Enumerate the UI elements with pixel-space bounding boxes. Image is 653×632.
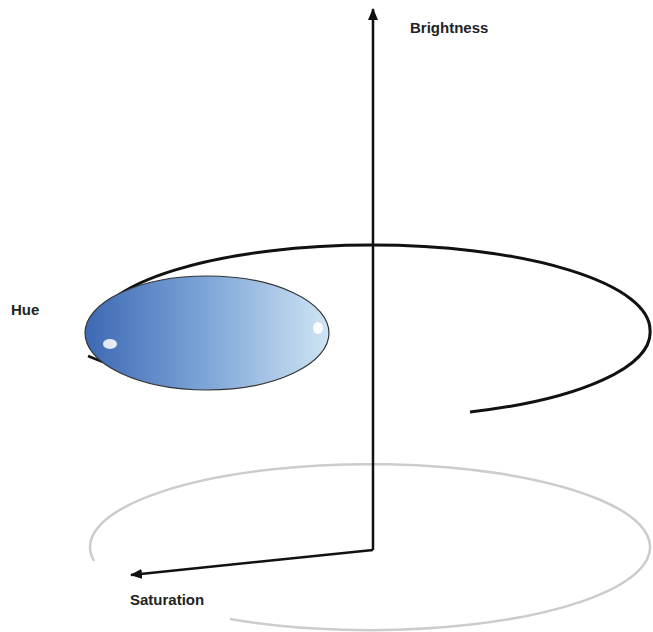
- highlight: [103, 339, 117, 349]
- axis-label: Saturation: [130, 591, 204, 608]
- color-sample: [85, 276, 329, 390]
- highlight: [313, 322, 323, 334]
- axis-label: Brightness: [410, 19, 488, 36]
- brightness-axis: [372, 9, 375, 550]
- base-ring: [90, 464, 650, 630]
- saturation-axis: [131, 550, 373, 575]
- axis-label: Hue: [11, 301, 39, 318]
